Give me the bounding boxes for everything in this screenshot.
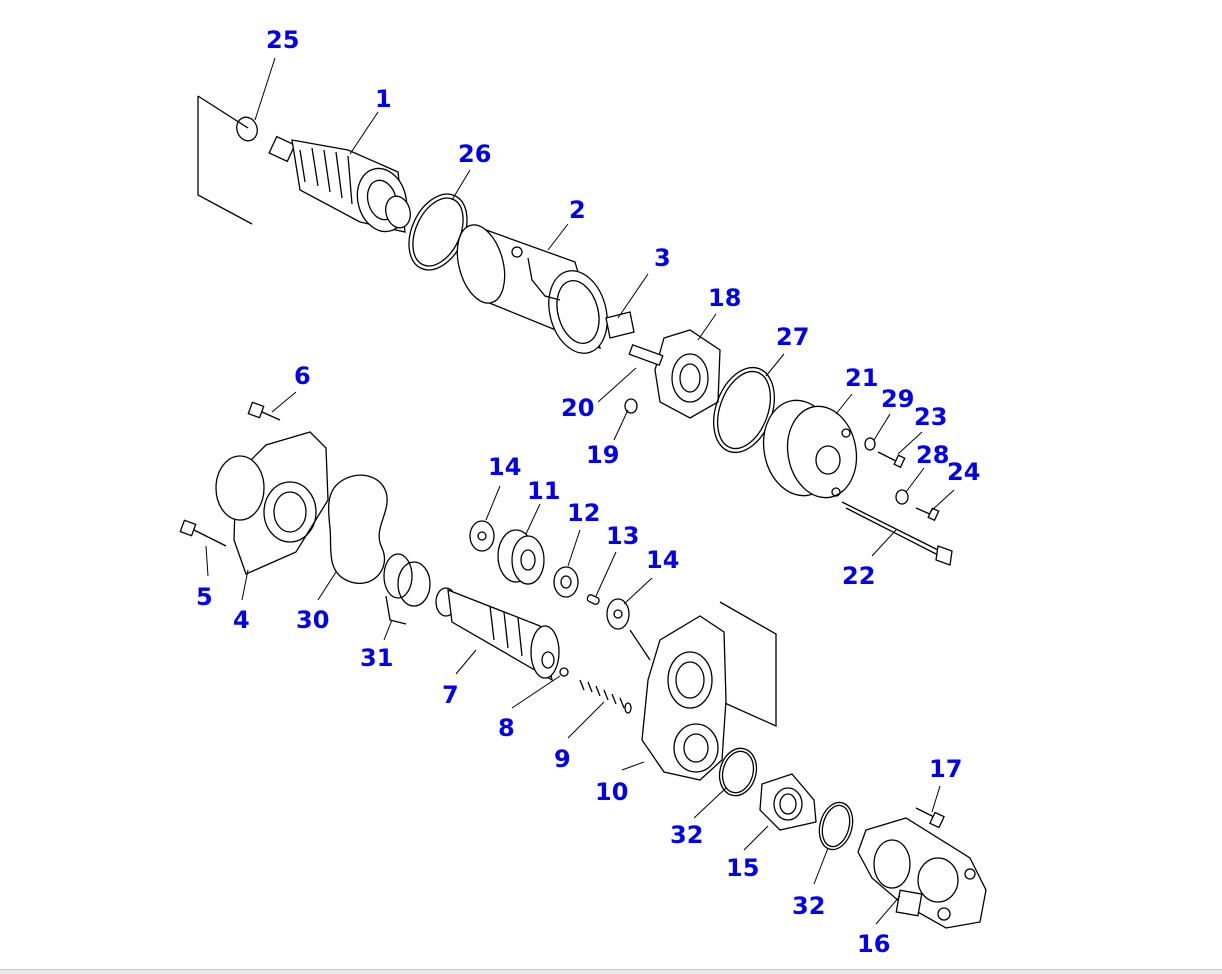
callout-14-lower: 14 [646,546,679,574]
part-4-housing [215,431,329,575]
callout-1: 1 [375,85,392,113]
frame-edge [197,95,249,129]
callout-labels: 25 1 26 2 3 18 27 20 19 21 29 23 28 24 6… [196,26,980,958]
part-30-gasket [327,474,388,585]
part-1-armature [268,135,411,233]
callout-7: 7 [442,681,459,709]
part-25-oring [236,116,258,142]
callout-32-right: 32 [792,892,825,920]
callout-28: 28 [916,441,949,469]
callout-5: 5 [196,583,213,611]
washer-hole-2 [613,609,623,619]
part-21-rear-cover [762,399,858,499]
callout-2: 2 [569,196,586,224]
part-11-gear [497,529,545,585]
callout-10: 10 [595,778,628,806]
part-6-bolt [247,401,281,421]
part-32-oring-right [818,801,854,851]
callout-3: 3 [654,244,671,272]
callout-9: 9 [554,745,571,773]
part-14-washer-lower [606,598,630,630]
part-3-plate [605,311,635,339]
callout-26: 26 [458,140,491,168]
callout-16: 16 [857,930,890,958]
callout-14-upper: 14 [488,453,521,481]
part-29-washer [864,437,876,451]
assembly-frame-top [197,96,253,225]
callout-11: 11 [527,477,560,505]
part-28-washer [895,489,909,505]
callout-24: 24 [947,458,980,486]
callout-22: 22 [842,562,875,590]
callout-13: 13 [606,522,639,550]
callout-6: 6 [294,362,311,390]
part-8-ball [559,667,569,677]
callout-27: 27 [776,323,809,351]
part-32-oring-left [718,747,758,797]
callout-31: 31 [360,644,393,672]
part-18-brush-holder [628,329,721,419]
callout-17: 17 [929,755,962,783]
part-19-clip [624,398,638,414]
part-5-bolt [179,519,227,547]
part-9-spring [579,679,632,714]
callout-20: 20 [561,394,594,422]
part-23-screw [877,451,906,469]
leader-lines [205,57,955,925]
bottom-scroll-bar [0,969,1222,974]
part-15-bearing-flange [759,773,817,831]
callout-15: 15 [726,854,759,882]
part-2-yoke [456,224,608,354]
part-7-pinion-clutch [435,587,560,682]
part-13-pin [586,594,600,605]
part-24-screw [915,507,940,522]
callout-30: 30 [296,606,329,634]
part-12-retainer [553,566,579,598]
callout-23: 23 [914,403,947,431]
callout-4: 4 [233,606,250,634]
part-32-oring-left-inner [721,750,755,794]
callout-18: 18 [708,284,741,312]
callout-19: 19 [586,441,619,469]
callout-29: 29 [881,385,914,413]
callout-25: 25 [266,26,299,54]
part-17-bolt [915,807,945,829]
part-14-washer-upper [469,520,495,552]
part-10-gear-housing [629,601,777,781]
part-31-snap-ring [383,553,431,625]
part-16-magnetic-switch [857,817,987,929]
callout-21: 21 [845,364,878,392]
callout-12: 12 [567,499,600,527]
callout-32-left: 32 [670,821,703,849]
part-32-oring-right-inner [821,804,851,848]
part-27-oring-inner [716,370,772,450]
washer-hole [477,531,487,541]
callout-8: 8 [498,714,515,742]
